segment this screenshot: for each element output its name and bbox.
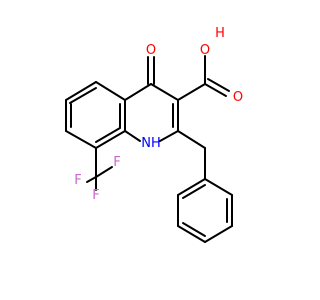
- molecule-canvas: O O H O NH F F F: [65, 26, 243, 243]
- molecule-structure: O O H O NH F F F: [65, 26, 243, 243]
- atom-o-carbonyl: O: [146, 43, 156, 58]
- bond-c5-c6-inner: [69, 87, 97, 104]
- bond-ph-6-1-inner: [182, 184, 206, 199]
- atom-f-upper: F: [113, 155, 120, 170]
- bond-c2-n1: [159, 130, 179, 142]
- bond-c8-c8-inner: [95, 127, 121, 143]
- atom-nh: NH: [141, 136, 161, 151]
- atom-h-hydroxyl: H: [215, 26, 225, 41]
- bond-ph-6-1: [177, 178, 206, 196]
- bond-n1-c8a: [124, 130, 141, 142]
- bond-c8-c8a: [95, 130, 126, 149]
- bond-c2-ch2: [177, 130, 206, 149]
- bonds: [65, 55, 233, 243]
- bond-c5-c6: [65, 81, 97, 101]
- bond-ph-4-5-inner: [182, 222, 206, 237]
- bond-ph-1-2: [204, 178, 233, 196]
- atom-o-hydroxyl: O: [200, 43, 210, 58]
- atom-o-acid-carbonyl: O: [233, 90, 243, 105]
- atom-f-left: F: [74, 173, 81, 188]
- bond-c4-c3: [150, 83, 179, 101]
- bond-c7-c8: [65, 130, 97, 149]
- bond-c4a-c4: [124, 83, 152, 101]
- bond-c4a-c5: [95, 81, 126, 101]
- bond-c3-cooh: [177, 83, 206, 101]
- bond-cooh-o-a: [204, 83, 227, 97]
- bond-ph-4-5: [177, 225, 206, 243]
- bond-cooh-o-b: [207, 78, 230, 92]
- bond-cf3-f-upper: [95, 166, 113, 178]
- bond-ph-3-4: [204, 225, 233, 243]
- bond-cf3-f-right: [86, 176, 97, 183]
- atom-f-right: F: [92, 188, 99, 203]
